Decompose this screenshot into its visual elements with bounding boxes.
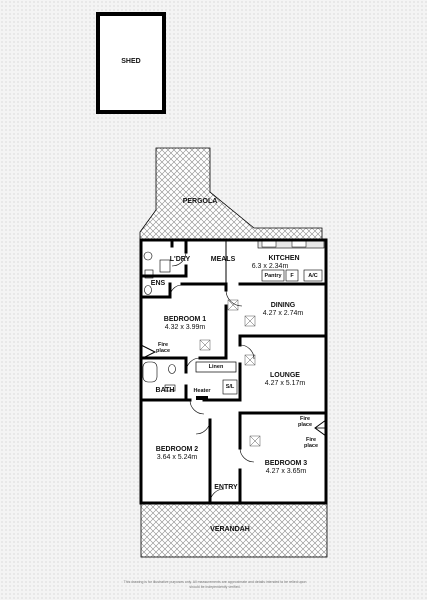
bath-tub bbox=[142, 361, 158, 383]
bedroom1-name: BEDROOM 1 bbox=[163, 316, 207, 323]
fireplace-lounge-label: Fire place bbox=[297, 416, 313, 428]
shed-outline bbox=[96, 12, 166, 114]
shed-label: SHED bbox=[121, 58, 141, 65]
meals-label: MEALS bbox=[210, 256, 236, 263]
fridge-label: F bbox=[290, 273, 294, 279]
ceiling-light-markers bbox=[199, 299, 261, 447]
skylight-box bbox=[222, 379, 238, 395]
dining-name: DINING bbox=[270, 302, 296, 309]
entry-label: ENTRY bbox=[214, 484, 238, 491]
dining-label: DINING 4.27 x 2.74m bbox=[248, 302, 318, 318]
linen-cupboard bbox=[195, 361, 237, 373]
disclaimer-note: This drawing is for illustrative purpose… bbox=[123, 580, 307, 589]
fireplace-bedroom1-label: Fire place bbox=[155, 342, 171, 354]
laundry-tub bbox=[159, 259, 171, 273]
bath-label: BATH bbox=[155, 387, 175, 394]
heater-unit bbox=[196, 396, 208, 400]
bedroom2-label: BEDROOM 2 3.64 x 5.24m bbox=[146, 446, 208, 462]
bedroom1-label: BEDROOM 1 4.32 x 3.99m bbox=[150, 316, 220, 332]
bedroom3-name: BEDROOM 3 bbox=[264, 460, 308, 467]
kitchen-dimensions: 6.3 x 2.34m bbox=[251, 263, 289, 270]
lounge-name: LOUNGE bbox=[270, 372, 300, 379]
bedroom3-label: BEDROOM 3 4.27 x 3.65m bbox=[248, 460, 324, 476]
washing-machine bbox=[143, 251, 153, 261]
pergola-label: PERGOLA bbox=[182, 198, 218, 205]
thin-partitions bbox=[140, 240, 227, 360]
fridge-space bbox=[285, 269, 299, 282]
kitchen-name: KITCHEN bbox=[268, 255, 300, 262]
fireplace-bedroom3-label: Fire place bbox=[303, 437, 319, 449]
heater-label: Heater bbox=[193, 388, 211, 394]
bedroom3-dimensions: 4.27 x 3.65m bbox=[265, 468, 307, 475]
linen-label: Linen bbox=[208, 364, 224, 370]
bedroom2-dimensions: 3.64 x 5.24m bbox=[156, 454, 198, 461]
pantry-label: Pantry bbox=[264, 273, 282, 279]
ensuite-label: ENS bbox=[150, 280, 166, 287]
verandah-label: VERANDAH bbox=[210, 526, 250, 533]
laundry-label: L'DRY bbox=[169, 256, 191, 263]
dining-dimensions: 4.27 x 2.74m bbox=[262, 310, 304, 317]
ac-label: A/C bbox=[308, 273, 318, 279]
bath-toilet bbox=[168, 364, 176, 374]
cooktop bbox=[291, 240, 307, 248]
ac-unit bbox=[303, 269, 323, 282]
ensuite-basin bbox=[144, 269, 154, 279]
door-swings bbox=[169, 251, 255, 504]
kitchen-sink bbox=[261, 240, 277, 248]
lounge-dimensions: 4.27 x 5.17m bbox=[264, 380, 306, 387]
bedroom1-dimensions: 4.32 x 3.99m bbox=[164, 324, 206, 331]
bedroom2-name: BEDROOM 2 bbox=[155, 446, 199, 453]
pantry-cupboard bbox=[261, 269, 285, 282]
kitchen-label: KITCHEN 6.3 x 2.34m bbox=[230, 255, 310, 271]
walls bbox=[139, 238, 328, 505]
bath-basin bbox=[164, 384, 176, 392]
lounge-label: LOUNGE 4.27 x 5.17m bbox=[250, 372, 320, 388]
sl-label: S/L bbox=[225, 384, 235, 390]
verandah-area bbox=[140, 502, 328, 558]
pergola-area bbox=[139, 147, 323, 243]
ensuite-toilet bbox=[144, 285, 152, 295]
